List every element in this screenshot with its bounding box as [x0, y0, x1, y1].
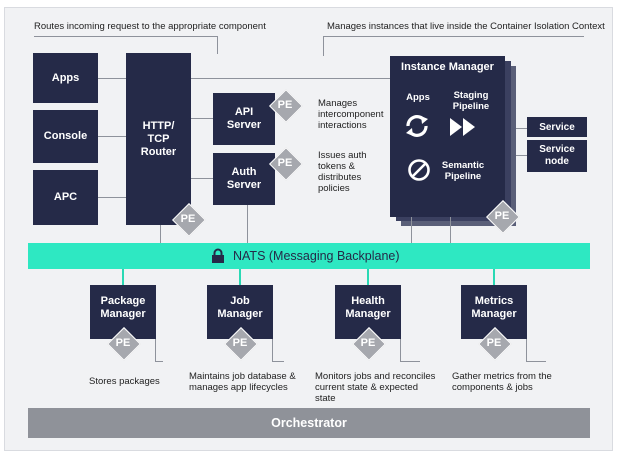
job-annotation: Maintains job database & manages app lif… [189, 371, 296, 393]
package-annotation: Stores packages [89, 376, 160, 387]
no-entry-icon [408, 159, 430, 181]
im-apps-label: Apps [406, 92, 430, 103]
fast-forward-icon [450, 118, 475, 136]
lock-icon [212, 248, 224, 263]
nats-label: NATS (Messaging Backplane) [233, 249, 400, 263]
metrics-annotation: Gather metrics from the components & job… [452, 371, 552, 393]
refresh-icon [406, 115, 428, 137]
auth-pe-label: PE [277, 157, 293, 169]
apc-client-box: APC [33, 170, 98, 225]
auth-annotation: Issues auth tokens & distributes policie… [318, 150, 367, 194]
console-client-box: Console [33, 110, 98, 163]
instance-manager-title: Instance Manager [401, 61, 494, 73]
health-pe-label: PE [360, 337, 376, 349]
health-annotation: Monitors jobs and reconciles current sta… [315, 371, 436, 404]
instance-annotation: Manages instances that live inside the C… [327, 21, 605, 32]
instance-annotation-line [323, 36, 584, 37]
api-pe-label: PE [277, 99, 293, 111]
service-box: Service [527, 117, 587, 137]
orchestrator-bar: Orchestrator [28, 408, 590, 438]
package-pe-label: PE [115, 337, 131, 349]
api-annotation: Manages intercomponent interactions [318, 98, 384, 131]
instance-pe-label: PE [494, 210, 510, 222]
router-pe-label: PE [180, 213, 196, 225]
nats-bar: NATS (Messaging Backplane) [28, 243, 590, 269]
apps-client-box: Apps [33, 53, 98, 103]
router-annotation-line [34, 36, 218, 37]
metrics-pe-label: PE [486, 337, 502, 349]
orchestrator-label: Orchestrator [271, 416, 347, 430]
router-annotation: Routes incoming request to the appropria… [34, 21, 266, 32]
job-pe-label: PE [232, 337, 248, 349]
router-instance-connector [191, 78, 391, 79]
